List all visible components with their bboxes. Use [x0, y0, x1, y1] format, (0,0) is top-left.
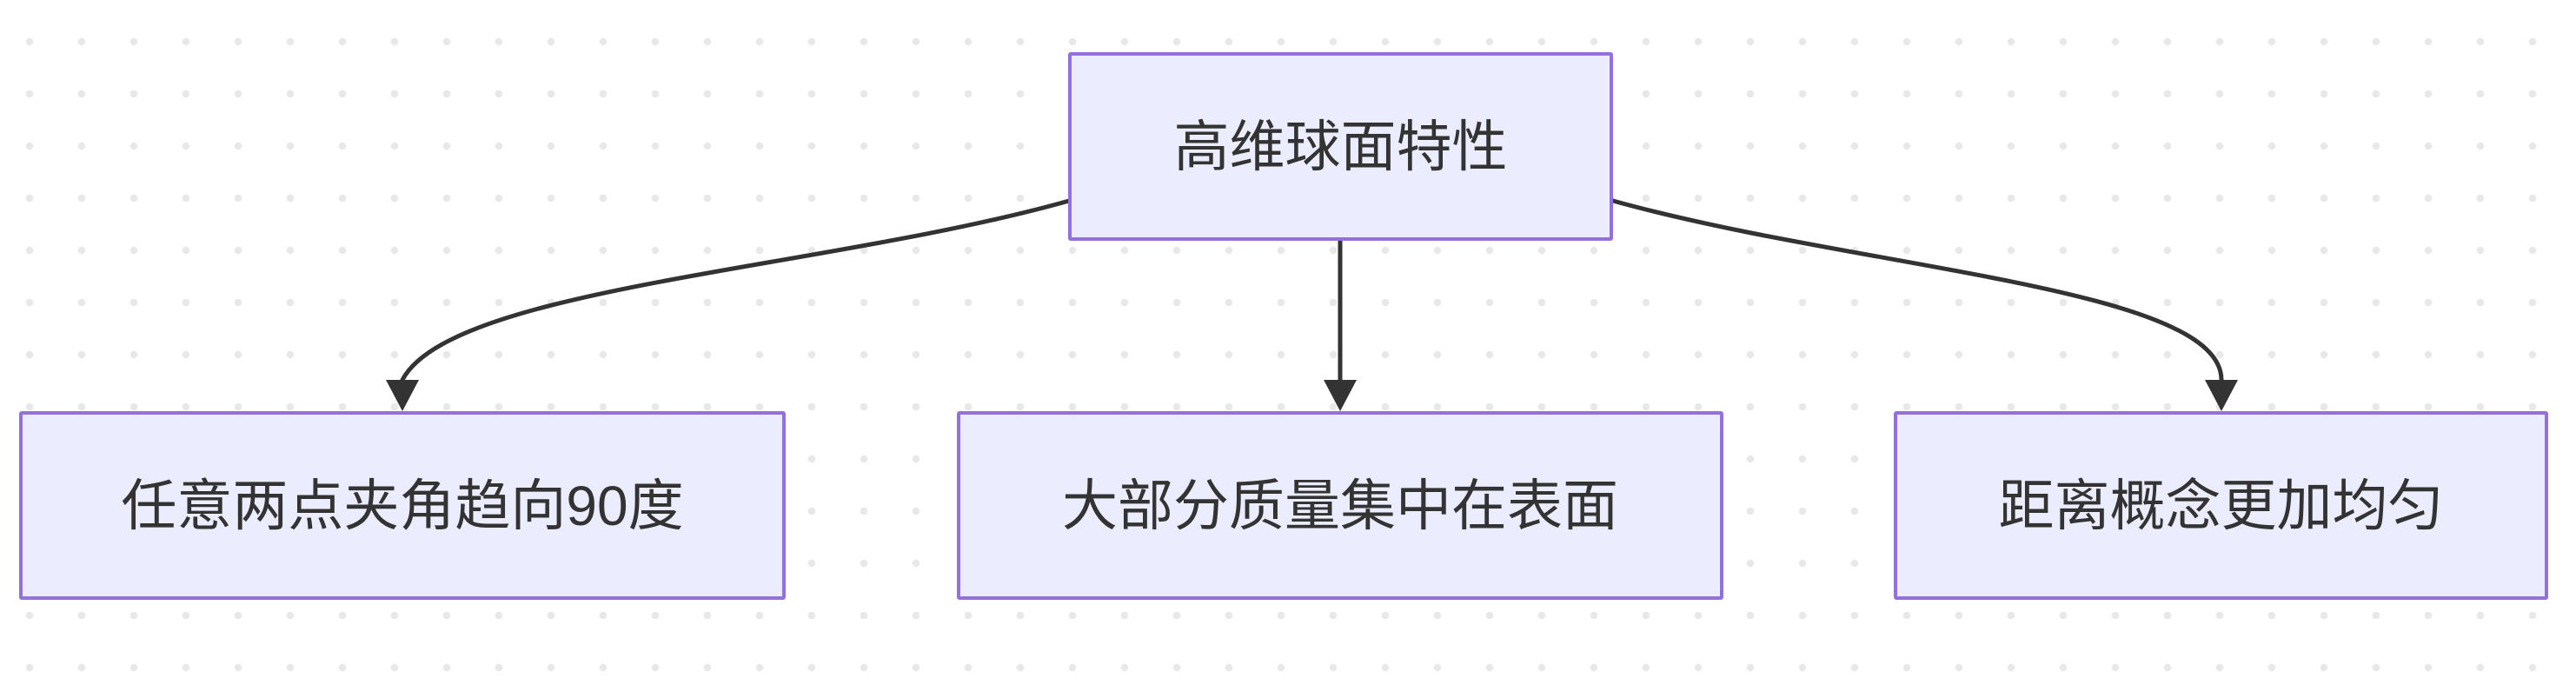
arrowhead-root-to-child3 [2205, 380, 2238, 411]
edge-root-to-child1 [400, 198, 1072, 382]
node-child2: 大部分质量集中在表面 [957, 411, 1723, 600]
node-child3-label: 距离概念更加均匀 [1998, 474, 2444, 537]
node-root-label: 高维球面特性 [1173, 115, 1508, 178]
arrowhead-root-to-child1 [386, 380, 419, 411]
node-child1-label: 任意两点夹角趋向90度 [121, 474, 684, 537]
node-root: 高维球面特性 [1068, 52, 1613, 241]
node-child1: 任意两点夹角趋向90度 [19, 411, 786, 600]
node-child2-label: 大部分质量集中在表面 [1062, 474, 1618, 537]
node-child3: 距离概念更加均匀 [1894, 411, 2548, 600]
arrowhead-root-to-child2 [1324, 380, 1357, 411]
edge-root-to-child3 [1610, 198, 2224, 382]
